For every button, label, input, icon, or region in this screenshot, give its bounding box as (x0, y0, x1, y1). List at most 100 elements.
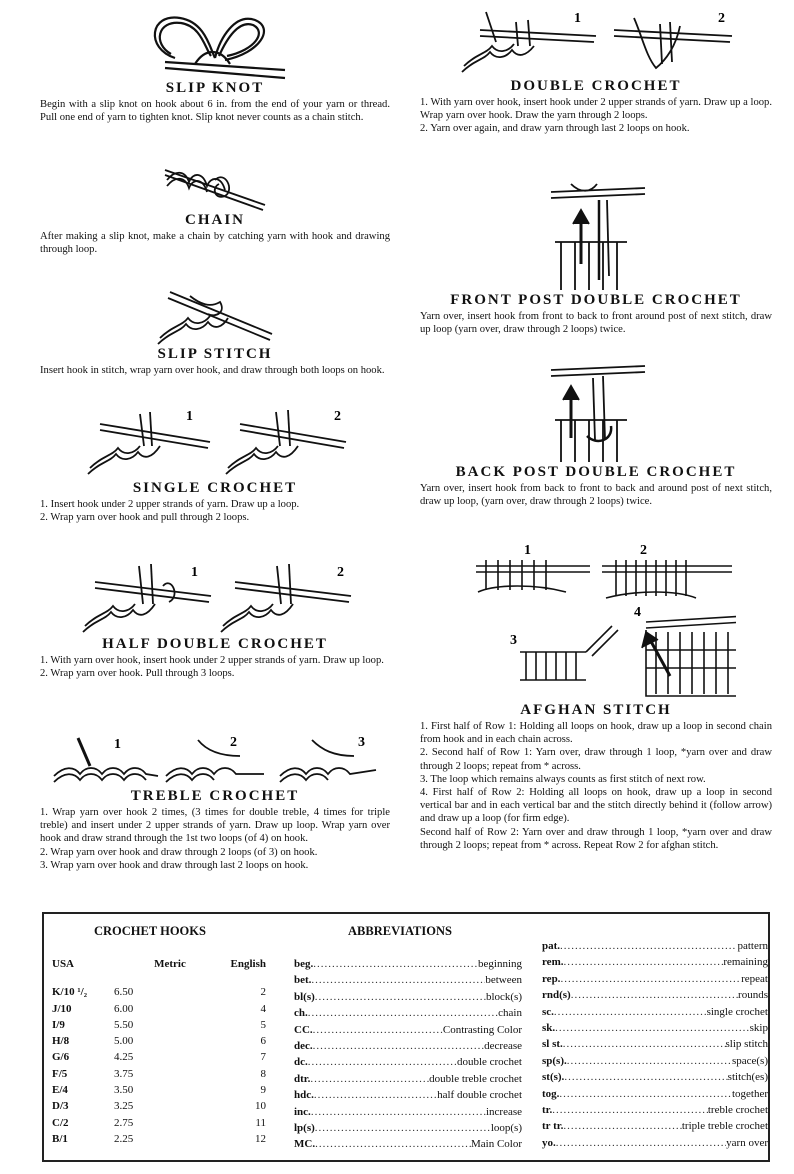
abbreviation-key: sp(s). (542, 1053, 567, 1069)
hook-metric-size: 2.25 (110, 1131, 230, 1147)
abbreviation-meaning: block(s) (486, 989, 522, 1005)
hook-english-size: 8 (230, 1066, 266, 1082)
half-double-crochet-section: 1 2 HALF DOUBLE CROCHET 1. With yarn ove… (40, 556, 390, 680)
abbreviation-meaning: rounds (738, 987, 768, 1003)
hooks-header-metric: Metric (110, 956, 230, 972)
abbreviation-row: rem.remaining (542, 954, 768, 970)
abbreviation-key: tr. (542, 1102, 552, 1118)
hook-metric-size: 3.50 (110, 1082, 230, 1098)
abbreviation-meaning: remaining (723, 954, 768, 970)
abbreviation-meaning: double treble crochet (429, 1071, 522, 1087)
leader-dots (313, 1038, 485, 1054)
leader-dots (560, 971, 741, 987)
abbreviation-row: sl st.slip stitch (542, 1036, 768, 1052)
abbreviation-meaning: half double crochet (437, 1087, 522, 1103)
hook-usa-size: G/6 (52, 1049, 110, 1065)
abbreviation-meaning: together (732, 1086, 768, 1102)
half-double-crochet-title: HALF DOUBLE CROCHET (40, 636, 390, 652)
leader-dots (311, 1104, 486, 1120)
afghan-step-4: 4. First half of Row 2: Holding all loop… (420, 786, 772, 826)
hook-english-size: 12 (230, 1131, 266, 1147)
abbreviation-row: tog.together (542, 1086, 768, 1102)
single-crochet-illustration: 1 2 (80, 402, 350, 480)
slip-knot-illustration (135, 8, 295, 80)
abbreviations-title: ABBREVIATIONS (348, 924, 452, 939)
single-crochet-step-2-number: 2 (334, 409, 341, 424)
abbreviation-row: beg.beginning (294, 956, 522, 972)
half-double-step-1-number: 1 (191, 565, 198, 580)
slip-knot-section: SLIP KNOT Begin with a slip knot on hook… (40, 8, 390, 124)
hook-metric-size: 6.00 (110, 1001, 230, 1017)
chain-text: After making a slip knot, make a chain b… (40, 230, 390, 256)
abbreviation-meaning: skip (750, 1020, 768, 1036)
abbreviation-key: bl(s) (294, 989, 315, 1005)
abbreviation-meaning: repeat (741, 971, 768, 987)
hook-usa-size: H/8 (52, 1033, 110, 1049)
abbreviation-row: bet.between (294, 972, 522, 988)
leader-dots (567, 1053, 732, 1069)
double-crochet-title: DOUBLE CROCHET (420, 78, 772, 94)
abbreviation-key: pat. (542, 938, 560, 954)
slip-knot-text: Begin with a slip knot on hook about 6 i… (40, 98, 390, 124)
leader-dots (313, 956, 478, 972)
abbreviation-row: sp(s).space(s) (542, 1053, 768, 1069)
treble-crochet-section: 1 2 3 TREBLE CROCHET 1. Wrap yarn over h… (40, 730, 390, 872)
leader-dots (315, 1136, 471, 1152)
leader-dots (564, 1069, 727, 1085)
half-double-crochet-illustration: 1 2 (75, 556, 355, 636)
abbreviation-meaning: single crochet (707, 1004, 768, 1020)
hook-english-size: 11 (230, 1115, 266, 1131)
hook-usa-size: F/5 (52, 1066, 110, 1082)
abbreviation-row: rnd(s) rounds (542, 987, 768, 1003)
abbreviation-key: rnd(s) (542, 987, 571, 1003)
hook-english-size: 10 (230, 1098, 266, 1114)
abbreviation-row: tr. treble crochet (542, 1102, 768, 1118)
single-crochet-title: SINGLE CROCHET (40, 480, 390, 496)
abbreviation-key: tr tr. (542, 1118, 563, 1134)
abbreviation-meaning: beginning (478, 956, 522, 972)
back-post-illustration (541, 356, 651, 464)
abbreviation-key: rep. (542, 971, 560, 987)
afghan-stitch-title: AFGHAN STITCH (420, 702, 772, 718)
leader-dots (555, 1020, 750, 1036)
leader-dots (308, 1005, 498, 1021)
leader-dots (563, 1036, 726, 1052)
leader-dots (314, 1087, 437, 1103)
front-post-illustration (541, 180, 651, 292)
hook-usa-size: B/1 (52, 1131, 110, 1147)
slip-stitch-section: SLIP STITCH Insert hook in stitch, wrap … (40, 284, 390, 377)
slip-stitch-text: Insert hook in stitch, wrap yarn over ho… (40, 364, 390, 377)
leader-dots (560, 938, 737, 954)
double-crochet-step-1-number: 1 (574, 11, 581, 26)
abbreviation-key: sc. (542, 1004, 554, 1020)
abbreviation-row: ch.chain (294, 1005, 522, 1021)
afghan-stitch-illustration: 1 2 3 4 (456, 540, 736, 702)
leader-dots (313, 1022, 443, 1038)
leader-dots (554, 1004, 707, 1020)
hook-english-size: 5 (230, 1017, 266, 1033)
abbreviation-row: bl(s) block(s) (294, 989, 522, 1005)
abbreviation-row: dec.decrease (294, 1038, 522, 1054)
leader-dots (559, 1086, 732, 1102)
leader-dots (315, 989, 486, 1005)
treble-step-1: 1. Wrap yarn over hook 2 times, (3 times… (40, 806, 390, 846)
abbreviation-meaning: between (485, 972, 522, 988)
leader-dots (311, 972, 485, 988)
hook-usa-size: D/3 (52, 1098, 110, 1114)
abbreviation-meaning: treble crochet (708, 1102, 768, 1118)
single-crochet-section: 1 2 SINGLE CROCHET 1. Insert hook under … (40, 402, 390, 524)
abbreviation-key: dec. (294, 1038, 313, 1054)
treble-step-3: 3. Wrap yarn over hook and draw through … (40, 859, 390, 872)
abbreviation-meaning: Contrasting Color (443, 1022, 522, 1038)
front-post-text: Yarn over, insert hook from front to bac… (420, 310, 772, 336)
leader-dots (571, 987, 738, 1003)
afghan-stitch-section: 1 2 3 4 AFGHAN STITCH 1. First half of R… (420, 540, 772, 852)
abbreviation-row: yo.yarn over (542, 1135, 768, 1151)
